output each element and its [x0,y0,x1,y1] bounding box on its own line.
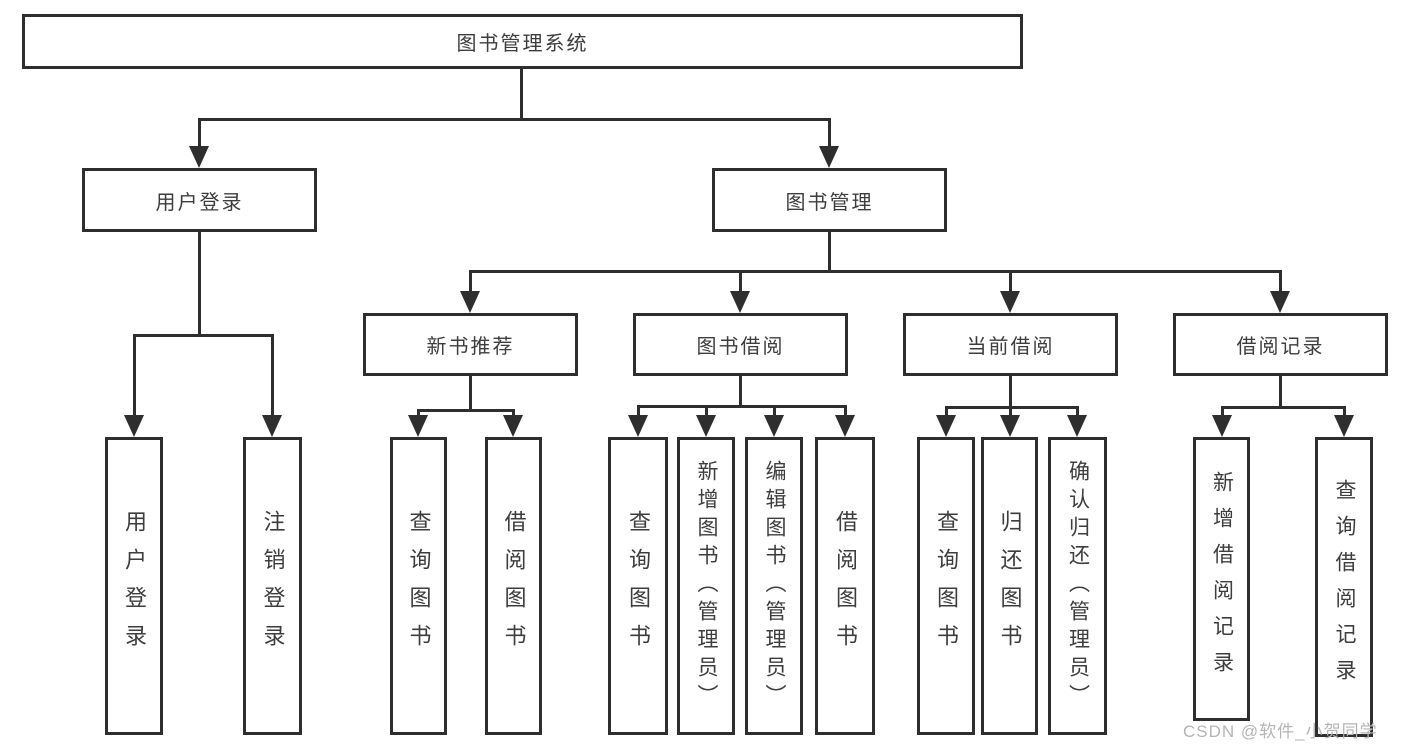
arrowhead-down-icon [1067,415,1087,437]
leaf-add-books-admin-label: 新增图书（管理员） [695,460,718,712]
node-current-borrow: 当前借阅 [903,313,1118,376]
leaf-return-books-label: 归还图书 [997,510,1023,662]
connector-drop [1220,406,1224,423]
arrowhead-down-icon [1334,415,1354,437]
connector-drop [944,406,948,423]
csdn-watermark: CSDN @软件_小贺同学 [1183,722,1378,741]
connector-drop [843,405,847,423]
leaf-user-login-label: 用户登录 [122,510,147,662]
leaf-query-borrow-record: 查询借阅记录 [1315,437,1373,737]
arrowhead-down-icon [835,415,855,437]
leaf-add-borrow-record-label: 新增借阅记录 [1210,471,1234,687]
leaf-add-books-admin: 新增图书（管理员） [677,437,735,735]
arrowhead-down-icon [819,146,839,168]
arrowhead-down-icon [696,415,716,437]
arrowhead-down-icon [1270,291,1290,313]
leaf-edit-books-admin-label: 编辑图书（管理员） [763,460,786,712]
node-user-login: 用户登录 [82,168,317,232]
leaf-borrow-query-books-label: 查询图书 [626,510,651,662]
arrowhead-down-icon [628,415,648,437]
connector-drop [1008,270,1012,299]
leaf-newbook-borrow-books-label: 借阅图书 [501,510,527,662]
node-borrow-records: 借阅记录 [1173,313,1388,376]
connector-stem [1278,376,1282,409]
connector-drop [704,405,708,423]
node-new-book-recommend: 新书推荐 [363,313,578,376]
leaf-borrow-borrow-books: 借阅图书 [815,437,875,735]
arrowhead-down-icon [764,415,784,437]
connector-stem [197,232,201,337]
leaf-add-borrow-record: 新增借阅记录 [1193,437,1250,721]
leaf-current-query-books: 查询图书 [917,437,975,735]
arrowhead-down-icon [1212,415,1232,437]
connector-drop [636,405,640,423]
leaf-user-login: 用户登录 [105,437,163,735]
connector-stem [827,232,831,273]
connector-stem [1008,376,1012,409]
connector-drop [827,118,831,154]
node-new-book-recommend-label: 新书推荐 [426,336,515,358]
connector-drop [270,334,274,423]
leaf-newbook-query-books-label: 查询图书 [406,510,432,662]
node-book-borrow-label: 图书借阅 [696,336,785,358]
node-current-borrow-label: 当前借阅 [966,336,1055,358]
arrowhead-down-icon [503,415,523,437]
leaf-return-books: 归还图书 [981,437,1038,735]
node-book-borrow: 图书借阅 [633,313,848,376]
connector-bus [636,405,847,408]
connector-drop [772,405,776,423]
leaf-confirm-return-admin: 确认归还（管理员） [1048,437,1107,735]
connector-bus [944,406,1079,409]
node-book-management: 图书管理 [712,168,947,232]
arrowhead-down-icon [408,415,428,437]
arrowhead-down-icon [262,415,282,437]
connector-bus [468,270,1282,273]
leaf-newbook-query-books: 查询图书 [390,437,447,735]
leaf-query-borrow-record-label: 查询借阅记录 [1333,479,1356,695]
arrowhead-down-icon [1000,291,1020,313]
leaf-logout: 注销登录 [243,437,302,735]
connector-drop [197,118,201,154]
leaf-newbook-borrow-books: 借阅图书 [485,437,542,735]
leaf-borrow-borrow-books-label: 借阅图书 [833,510,858,662]
leaf-edit-books-admin: 编辑图书（管理员） [745,437,803,735]
connector-stem [468,376,472,412]
connector-drop [1342,406,1346,423]
leaf-confirm-return-admin-label: 确认归还（管理员） [1066,460,1090,712]
node-root-label: 图书管理系统 [456,33,589,55]
arrowhead-down-icon [460,291,480,313]
leaf-logout-label: 注销登录 [260,510,286,662]
leaf-borrow-query-books: 查询图书 [608,437,668,735]
connector-stem [738,376,742,408]
connector-bus [416,409,515,412]
arrowhead-down-icon [189,146,209,168]
connector-bus [197,118,831,121]
arrowhead-down-icon [730,291,750,313]
connector-drop [1278,270,1282,299]
arrowhead-down-icon [1000,415,1020,437]
node-book-management-label: 图书管理 [785,191,874,214]
connector-bus [1220,406,1346,409]
arrowhead-down-icon [936,415,956,437]
connector-drop [132,334,136,423]
arrowhead-down-icon [124,415,144,437]
connector-drop [738,270,742,299]
connector-bus [132,334,274,337]
node-borrow-records-label: 借阅记录 [1236,336,1325,358]
connector-drop [468,270,472,299]
node-root: 图书管理系统 [22,14,1023,69]
node-user-login-label: 用户登录 [155,191,244,214]
leaf-current-query-books-label: 查询图书 [934,510,959,662]
connector-drop [1075,406,1079,423]
connector-drop [1008,406,1012,423]
connector-stem [519,69,523,121]
